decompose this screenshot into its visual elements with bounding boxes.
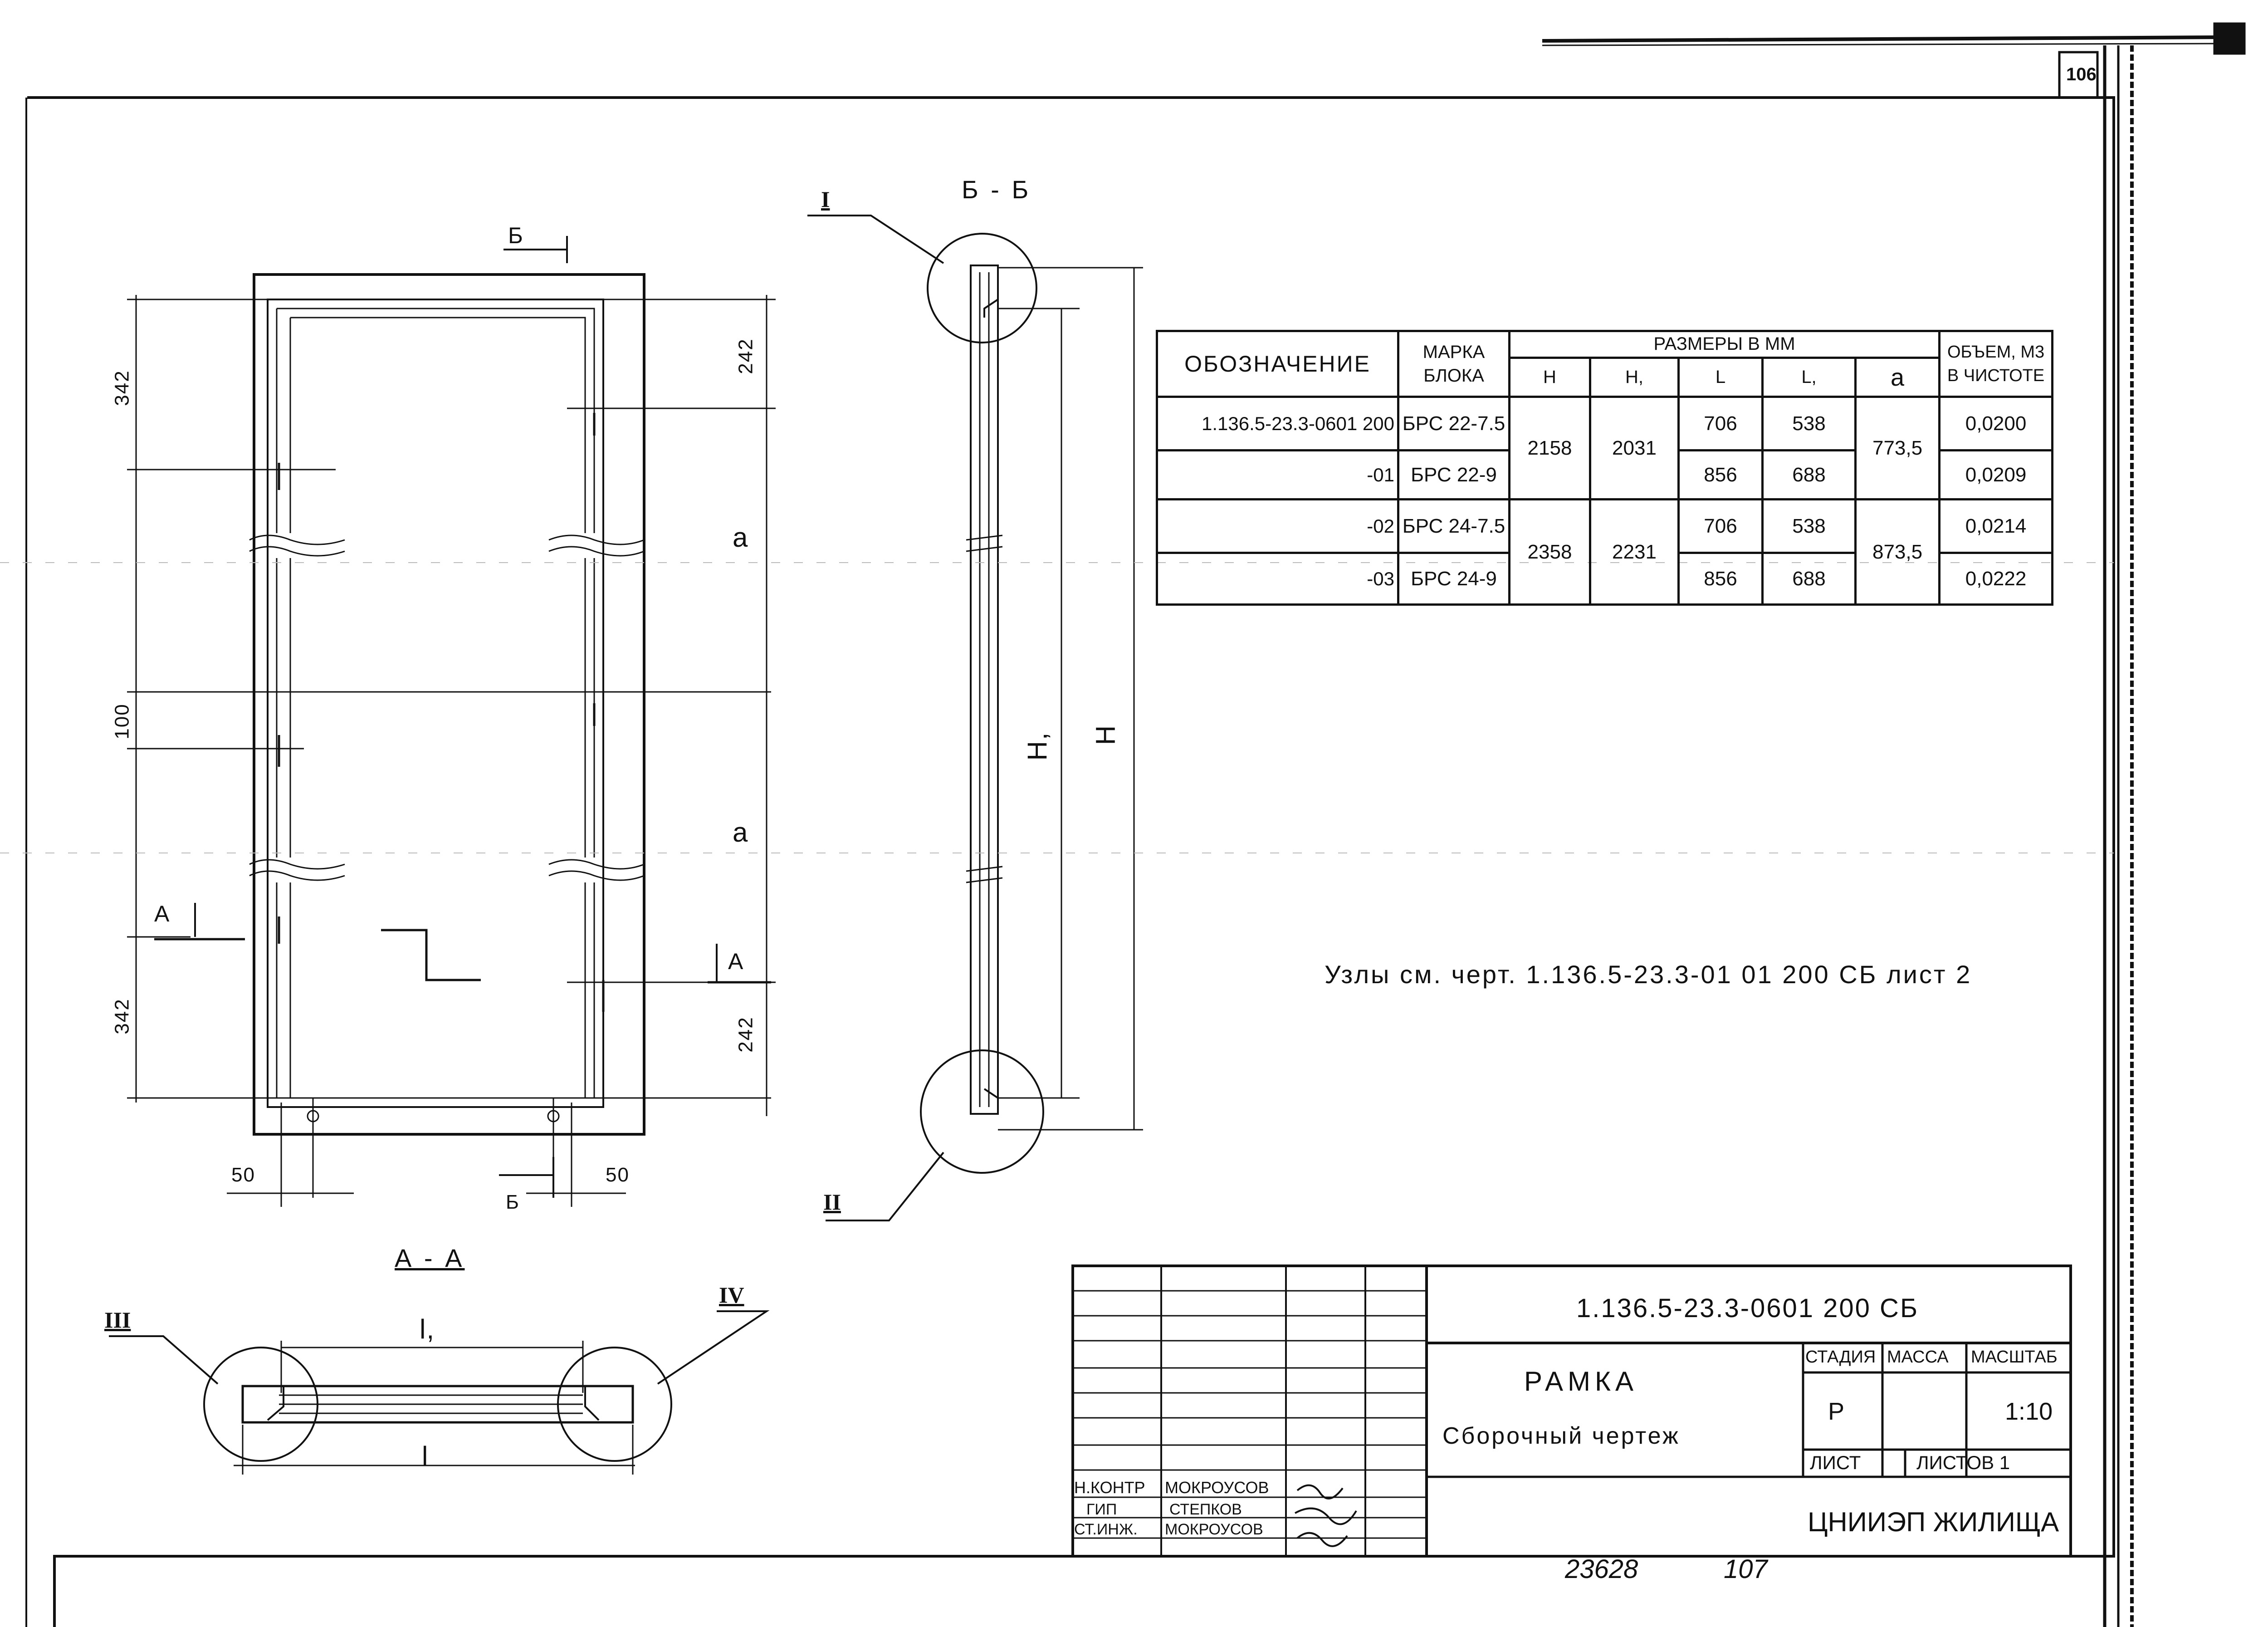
group2-a: 873,5 <box>1854 498 1941 606</box>
row-mark: БРС 24-7.5 <box>1397 498 1510 554</box>
sheet-label: ЛИСТ <box>1810 1452 1861 1473</box>
dim-l: l <box>422 1441 429 1471</box>
header-designation: ОБОЗНАЧЕНИЕ <box>1156 329 1399 398</box>
group2-h1: 2231 <box>1589 498 1680 606</box>
section-aa-title: А - А <box>395 1244 465 1272</box>
table-row: -02 БРС 24-7.5 2358 2231 706 538 873,5 0… <box>1156 498 2054 606</box>
group1-a: 773,5 <box>1854 396 1941 501</box>
spec-table: ОБОЗНАЧЕНИЕ МАРКА БЛОКА РАЗМЕРЫ В ММ ОБЪ… <box>1156 329 2054 606</box>
section-mark-a-left: А <box>154 901 172 926</box>
table-row: -03 БРС 24-9 856 688 0,0222 <box>1156 552 2054 606</box>
dim-H1: H, <box>1022 731 1053 761</box>
section-mark-b-bottom: Б <box>506 1191 522 1213</box>
row-mark: БРС 24-9 <box>1397 552 1510 606</box>
title-main: РАМКА <box>1524 1366 1638 1397</box>
dim-right-a2: a <box>733 817 749 848</box>
signature-name: СТЕПКОВ <box>1169 1501 1242 1518</box>
row-l1: 538 <box>1761 396 1857 452</box>
dim-left-top: 342 <box>111 370 133 406</box>
row-volume: 0,0200 <box>1938 396 2054 452</box>
header-h1: H, <box>1589 356 1680 398</box>
signature-role: ГИП <box>1086 1501 1117 1518</box>
dim-right-top: 242 <box>734 338 757 374</box>
signature-name: МОКРОУСОВ <box>1165 1478 1269 1497</box>
dim-left-middle: 100 <box>111 703 133 740</box>
header-l: L <box>1677 356 1764 398</box>
row-volume: 0,0214 <box>1938 498 2054 554</box>
scale-label: МАСШТАБ <box>1971 1348 2058 1367</box>
section-mark-b-top: Б <box>508 223 526 248</box>
group2-h: 2358 <box>1508 498 1591 606</box>
table-row: -01 БРС 22-9 856 688 0,0209 <box>1156 449 2054 501</box>
mass-label: МАССА <box>1887 1348 1949 1367</box>
section-mark-a-right: А <box>728 949 746 974</box>
row-l: 856 <box>1677 552 1764 606</box>
scale-value: 1:10 <box>2005 1398 2053 1425</box>
group1-h1: 2031 <box>1589 396 1680 501</box>
inventory-number: 23628 <box>1565 1554 1638 1584</box>
dim-right-bottom: 242 <box>734 1016 757 1053</box>
row-l1: 538 <box>1761 498 1857 554</box>
row-designation: -02 <box>1156 498 1399 554</box>
header-mark: МАРКА БЛОКА <box>1397 329 1510 398</box>
dim-bottom-left: 50 <box>231 1164 255 1186</box>
row-mark: БРС 22-7.5 <box>1397 396 1510 452</box>
node-label-4: IV <box>719 1282 744 1308</box>
row-designation: 1.136.5-23.3-0601 200 <box>1156 396 1399 452</box>
row-volume: 0,0222 <box>1938 552 2054 606</box>
sheets-label: ЛИСТОВ 1 <box>1916 1452 2010 1473</box>
section-bb-title: Б - Б <box>962 175 1031 204</box>
header-l1: L, <box>1761 356 1857 398</box>
table-row: 1.136.5-23.3-0601 200 БРС 22-7.5 2158 20… <box>1156 396 2054 501</box>
signature-name: МОКРОУСОВ <box>1165 1521 1263 1538</box>
sheet-number: 106 <box>2066 64 2097 84</box>
row-l: 706 <box>1677 498 1764 554</box>
signature-scribbles <box>1295 1484 1357 1547</box>
row-l: 856 <box>1677 449 1764 501</box>
header-sizes: РАЗМЕРЫ В ММ <box>1508 330 1941 359</box>
dim-left-bottom: 342 <box>111 998 133 1034</box>
row-l: 706 <box>1677 396 1764 452</box>
title-sub: Сборочный чертеж <box>1442 1423 1680 1449</box>
dim-H: H <box>1090 724 1121 745</box>
signature-role: Н.КОНТР <box>1074 1478 1145 1497</box>
dim-right-a1: a <box>733 522 749 553</box>
stage-value: Р <box>1828 1398 1845 1425</box>
row-designation: -03 <box>1156 552 1399 606</box>
signature-role: СТ.ИНЖ. <box>1074 1521 1138 1538</box>
row-volume: 0,0209 <box>1938 449 2054 501</box>
doc-code: 1.136.5-23.3-0601 200 СБ <box>1576 1294 1919 1323</box>
header-volume: ОБЪЕМ, М3 В ЧИСТОТЕ <box>1938 329 2054 398</box>
node-label-3: III <box>104 1307 131 1333</box>
row-l1: 688 <box>1761 449 1857 501</box>
row-mark: БРС 22-9 <box>1397 449 1510 501</box>
nodes-reference-note: Узлы см. черт. 1.136.5-23.3-01 01 200 СБ… <box>1325 960 1972 989</box>
stage-label: СТАДИЯ <box>1805 1348 1876 1367</box>
node-label-1: I <box>821 186 830 212</box>
row-designation: -01 <box>1156 449 1399 501</box>
header-a: a <box>1854 356 1941 398</box>
node-label-2: II <box>823 1189 841 1215</box>
group1-h: 2158 <box>1508 396 1591 501</box>
page-number: 107 <box>1724 1554 1768 1584</box>
dim-l1: l, <box>420 1314 435 1344</box>
dim-bottom-right: 50 <box>606 1164 630 1186</box>
organization: ЦНИИЭП ЖИЛИЩА <box>1808 1507 2059 1537</box>
header-h: H <box>1508 356 1591 398</box>
row-l1: 688 <box>1761 552 1857 606</box>
